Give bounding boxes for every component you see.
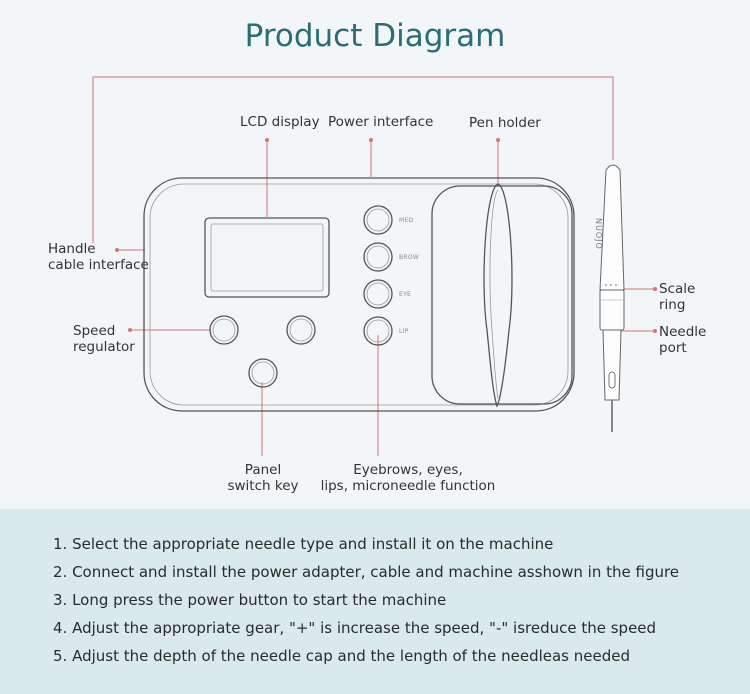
lip-button bbox=[363, 316, 393, 346]
device-diagram bbox=[92, 76, 657, 456]
panel-label-line1: Panel bbox=[244, 462, 282, 478]
page-title: Product Diagram bbox=[244, 18, 506, 54]
pen-handpiece bbox=[599, 164, 625, 432]
eye-button-label: EYE bbox=[399, 291, 412, 298]
handle-cable-interface-label: Handle cable interface bbox=[48, 241, 149, 273]
pen-holder-label: Pen holder bbox=[469, 115, 541, 131]
scale-label-line2: ring bbox=[659, 297, 686, 313]
instruction-step: 4. Adjust the appropriate gear, "+" is i… bbox=[53, 619, 657, 637]
med-button bbox=[363, 205, 393, 235]
function-label-line1: Eyebrows, eyes, bbox=[353, 462, 463, 478]
lcd-display-label: LCD display bbox=[240, 114, 320, 130]
lcd-screen bbox=[204, 217, 330, 298]
handle-dot bbox=[115, 248, 119, 252]
device-body bbox=[143, 177, 575, 412]
panel-label-line2: switch key bbox=[227, 478, 299, 494]
needle-label-line2: port bbox=[659, 340, 687, 356]
eye-button bbox=[363, 279, 393, 309]
pen-holder-dot bbox=[496, 138, 500, 142]
speed-label-line1: Speed bbox=[73, 323, 116, 339]
scale-label-line1: Scale bbox=[659, 281, 696, 297]
power-dot bbox=[369, 138, 373, 142]
panel-switch-key-label: Panel switch key bbox=[222, 462, 304, 494]
speed-regulator-label: Speed regulator bbox=[73, 323, 135, 355]
speed-dot bbox=[128, 328, 132, 332]
function-label-line2: lips, microneedle function bbox=[320, 478, 496, 494]
instruction-step: 2. Connect and install the power adapter… bbox=[53, 563, 680, 581]
power-interface-label: Power interface bbox=[328, 114, 434, 130]
pen-holder-tray bbox=[431, 185, 573, 405]
speed-label-line2: regulator bbox=[73, 339, 135, 355]
brow-button-label: BROW bbox=[399, 254, 420, 261]
scale-dot bbox=[653, 287, 657, 291]
handle-label-line2: cable interface bbox=[48, 257, 149, 273]
med-button-label: MED bbox=[399, 217, 414, 224]
function-buttons-label: Eyebrows, eyes, lips, microneedle functi… bbox=[310, 462, 506, 494]
lcd-dot bbox=[265, 138, 269, 142]
needle-port-label: Needle port bbox=[659, 324, 706, 356]
brow-button bbox=[363, 242, 393, 272]
needle-dot bbox=[653, 329, 657, 333]
pen-brand-text: NUOJO bbox=[594, 218, 603, 250]
pen-holder-slot bbox=[483, 183, 513, 408]
speed-plus-knob bbox=[286, 315, 316, 345]
lip-button-label: LIP bbox=[399, 328, 409, 335]
leader-lines bbox=[92, 76, 655, 456]
instruction-step: 1. Select the appropriate needle type an… bbox=[53, 535, 554, 553]
instruction-step: 3. Long press the power button to start … bbox=[53, 591, 447, 609]
instruction-step: 5. Adjust the depth of the needle cap an… bbox=[53, 647, 630, 665]
scale-ring-label: Scale ring bbox=[659, 281, 695, 313]
power-switch-key bbox=[248, 358, 278, 388]
instructions-panel: 1. Select the appropriate needle type an… bbox=[0, 509, 750, 694]
needle-label-line1: Needle bbox=[659, 324, 707, 340]
speed-minus-knob bbox=[209, 315, 239, 345]
handle-cable-leader bbox=[92, 76, 614, 243]
handle-label-line1: Handle bbox=[48, 241, 96, 257]
